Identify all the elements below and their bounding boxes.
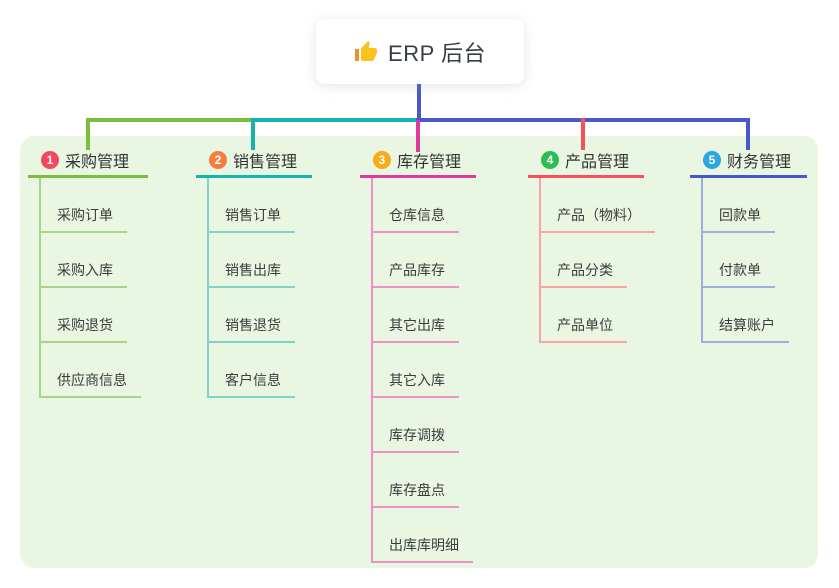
connector-drop-inventory <box>416 120 420 152</box>
connector-bus-sales <box>251 118 418 122</box>
branch-sales-label: 销售管理 <box>233 154 298 171</box>
branch-inventory-label: 库存管理 <box>397 154 462 171</box>
node-settlement-account[interactable]: 结算账户 <box>701 315 789 343</box>
branch-product-trunk <box>539 178 541 342</box>
node-purchase-order[interactable]: 采购订单 <box>39 205 127 233</box>
badge-2: 2 <box>209 151 227 169</box>
thumbs-up-icon <box>354 40 378 64</box>
node-other-outbound[interactable]: 其它出库 <box>371 315 459 343</box>
node-product-unit[interactable]: 产品单位 <box>539 315 627 343</box>
node-outbound-detail[interactable]: 出库库明细 <box>371 535 473 563</box>
node-product-stock[interactable]: 产品库存 <box>371 260 459 288</box>
branch-sales: 2 销售管理 销售订单 销售出库 销售退货 客户信息 <box>196 148 312 398</box>
branch-finance: 5 财务管理 回款单 付款单 结算账户 <box>690 148 807 343</box>
branch-purchase: 1 采购管理 采购订单 采购入库 采购退货 供应商信息 <box>28 148 148 398</box>
connector-drop-finance <box>746 118 750 150</box>
connector-drop-purchase <box>86 118 90 150</box>
branch-sales-title[interactable]: 2 销售管理 <box>196 148 312 178</box>
branches-panel <box>20 136 818 568</box>
node-purchase-inbound[interactable]: 采购入库 <box>39 260 127 288</box>
node-sales-order[interactable]: 销售订单 <box>207 205 295 233</box>
node-stock-check[interactable]: 库存盘点 <box>371 480 459 508</box>
branch-product-label: 产品管理 <box>565 154 630 171</box>
node-other-inbound[interactable]: 其它入库 <box>371 370 459 398</box>
node-payment-doc[interactable]: 付款单 <box>701 260 775 288</box>
connector-drop-product <box>581 118 585 150</box>
connector-bus-purchase <box>86 118 255 122</box>
node-stock-transfer[interactable]: 库存调拨 <box>371 425 459 453</box>
branch-finance-title[interactable]: 5 财务管理 <box>690 148 807 178</box>
badge-4: 4 <box>541 151 559 169</box>
node-receipt-doc[interactable]: 回款单 <box>701 205 775 233</box>
branch-purchase-label: 采购管理 <box>65 154 130 171</box>
branch-inventory: 3 库存管理 仓库信息 产品库存 其它出库 其它入库 库存调拨 库存盘点 出库库… <box>360 148 476 563</box>
badge-5: 5 <box>703 151 721 169</box>
node-customer-info[interactable]: 客户信息 <box>207 370 295 398</box>
connector-root-stem <box>417 84 421 120</box>
badge-3: 3 <box>373 151 391 169</box>
root-title: ERP 后台 <box>388 40 486 66</box>
branch-inventory-trunk <box>371 178 373 562</box>
branch-finance-trunk <box>701 178 703 342</box>
branch-finance-label: 财务管理 <box>727 154 792 171</box>
branch-purchase-title[interactable]: 1 采购管理 <box>28 148 148 178</box>
node-warehouse-info[interactable]: 仓库信息 <box>371 205 459 233</box>
root-node[interactable]: ERP 后台 <box>316 19 524 84</box>
branch-product: 4 产品管理 产品（物料） 产品分类 产品单位 <box>528 148 655 343</box>
branch-inventory-title[interactable]: 3 库存管理 <box>360 148 476 178</box>
badge-1: 1 <box>41 151 59 169</box>
node-sales-outbound[interactable]: 销售出库 <box>207 260 295 288</box>
connector-drop-sales <box>251 118 255 150</box>
branch-product-title[interactable]: 4 产品管理 <box>528 148 644 178</box>
node-supplier-info[interactable]: 供应商信息 <box>39 370 141 398</box>
node-product-category[interactable]: 产品分类 <box>539 260 627 288</box>
node-sales-return[interactable]: 销售退货 <box>207 315 295 343</box>
node-purchase-return[interactable]: 采购退货 <box>39 315 127 343</box>
node-product-material[interactable]: 产品（物料） <box>539 205 655 233</box>
